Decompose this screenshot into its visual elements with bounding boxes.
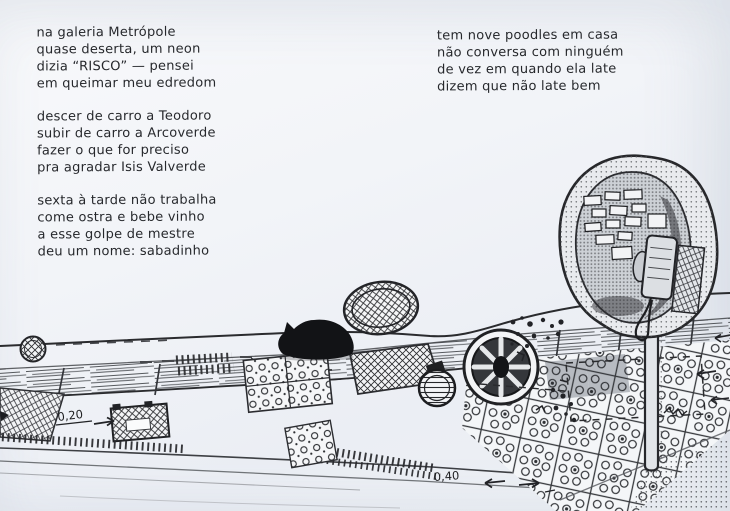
poem-line: subir de carro a Arcoverde	[36, 125, 216, 142]
arrow-left-icon	[484, 478, 506, 489]
poem-line: dizia “RISCO” — pensei	[36, 58, 194, 75]
poem-line: não conversa com ninguém	[436, 44, 624, 61]
poem-left: na galeria Metrópole quase deserta, um n…	[36, 24, 217, 261]
poem-line: de vez em quando ela late	[437, 61, 617, 78]
poem-line: tem nove poodles em casa	[436, 27, 619, 44]
poem-line: quase deserta, um neon	[36, 41, 201, 58]
poem-line: descer de carro a Teodoro	[36, 108, 212, 125]
small-grate	[417, 360, 457, 408]
phone-handset-unit	[632, 234, 706, 315]
poem-right: tem nove poodles em casa não conversa co…	[437, 27, 624, 96]
arrow-right-icon	[93, 416, 115, 427]
arrow-left-icon	[710, 395, 730, 405]
debris-dots	[510, 316, 577, 423]
phone-keypad-blocks	[583, 189, 667, 261]
payphone	[558, 154, 719, 472]
measure-0-20: 0,20	[55, 407, 115, 427]
measure-0-20-label: 0,20	[57, 407, 84, 424]
clearance-dashed-box	[479, 355, 706, 422]
phone-cord	[634, 297, 654, 342]
poem-line: sexta à tarde não trabalha	[37, 192, 217, 209]
drain-cover	[19, 335, 47, 363]
tick-patch	[175, 352, 235, 376]
measure-0-40: 0,40	[433, 468, 556, 493]
sleeping-cat	[278, 319, 354, 361]
arrow-left-icon	[714, 333, 730, 343]
phone-post	[643, 320, 660, 472]
zigzag-marks	[663, 406, 688, 417]
poem-line: em queimar meu edredom	[36, 75, 217, 92]
poem-line: pra agradar Isis Valverde	[37, 159, 206, 176]
edge-arrowhead-icon	[0, 411, 9, 421]
grate-box	[109, 400, 171, 443]
poem-stanza: descer de carro a Teodoro subir de carro…	[37, 108, 217, 177]
dot-tile-patch-small	[284, 419, 338, 469]
poem-line: fazer o que for preciso	[37, 142, 190, 159]
poem-line: na galeria Metrópole	[36, 24, 176, 41]
measure-0-40-label: 0,40	[433, 468, 460, 484]
direction-arrows-right	[663, 333, 730, 417]
poem-line: deu um nome: sabadinho	[37, 243, 210, 260]
poem-line: a esse golpe de mestre	[37, 226, 195, 243]
weave-ramp	[0, 387, 65, 442]
manhole-cover	[342, 280, 420, 336]
poem-line: come ostra e bebe vinho	[37, 209, 205, 226]
corner-stipple	[630, 438, 730, 511]
arrow-right-icon	[518, 478, 540, 489]
poem-line: dizem que não late bem	[437, 78, 601, 95]
street-lines	[0, 447, 561, 509]
poem-stanza: na galeria Metrópole quase deserta, um n…	[36, 24, 216, 93]
valve-wheel-cover	[462, 328, 540, 406]
arrow-left-icon	[696, 369, 717, 380]
poem-stanza: sexta à tarde não trabalha come ostra e …	[37, 192, 217, 261]
poem-stanza: tem nove poodles em casa não conversa co…	[437, 27, 624, 96]
dot-tile-patch	[242, 350, 334, 414]
